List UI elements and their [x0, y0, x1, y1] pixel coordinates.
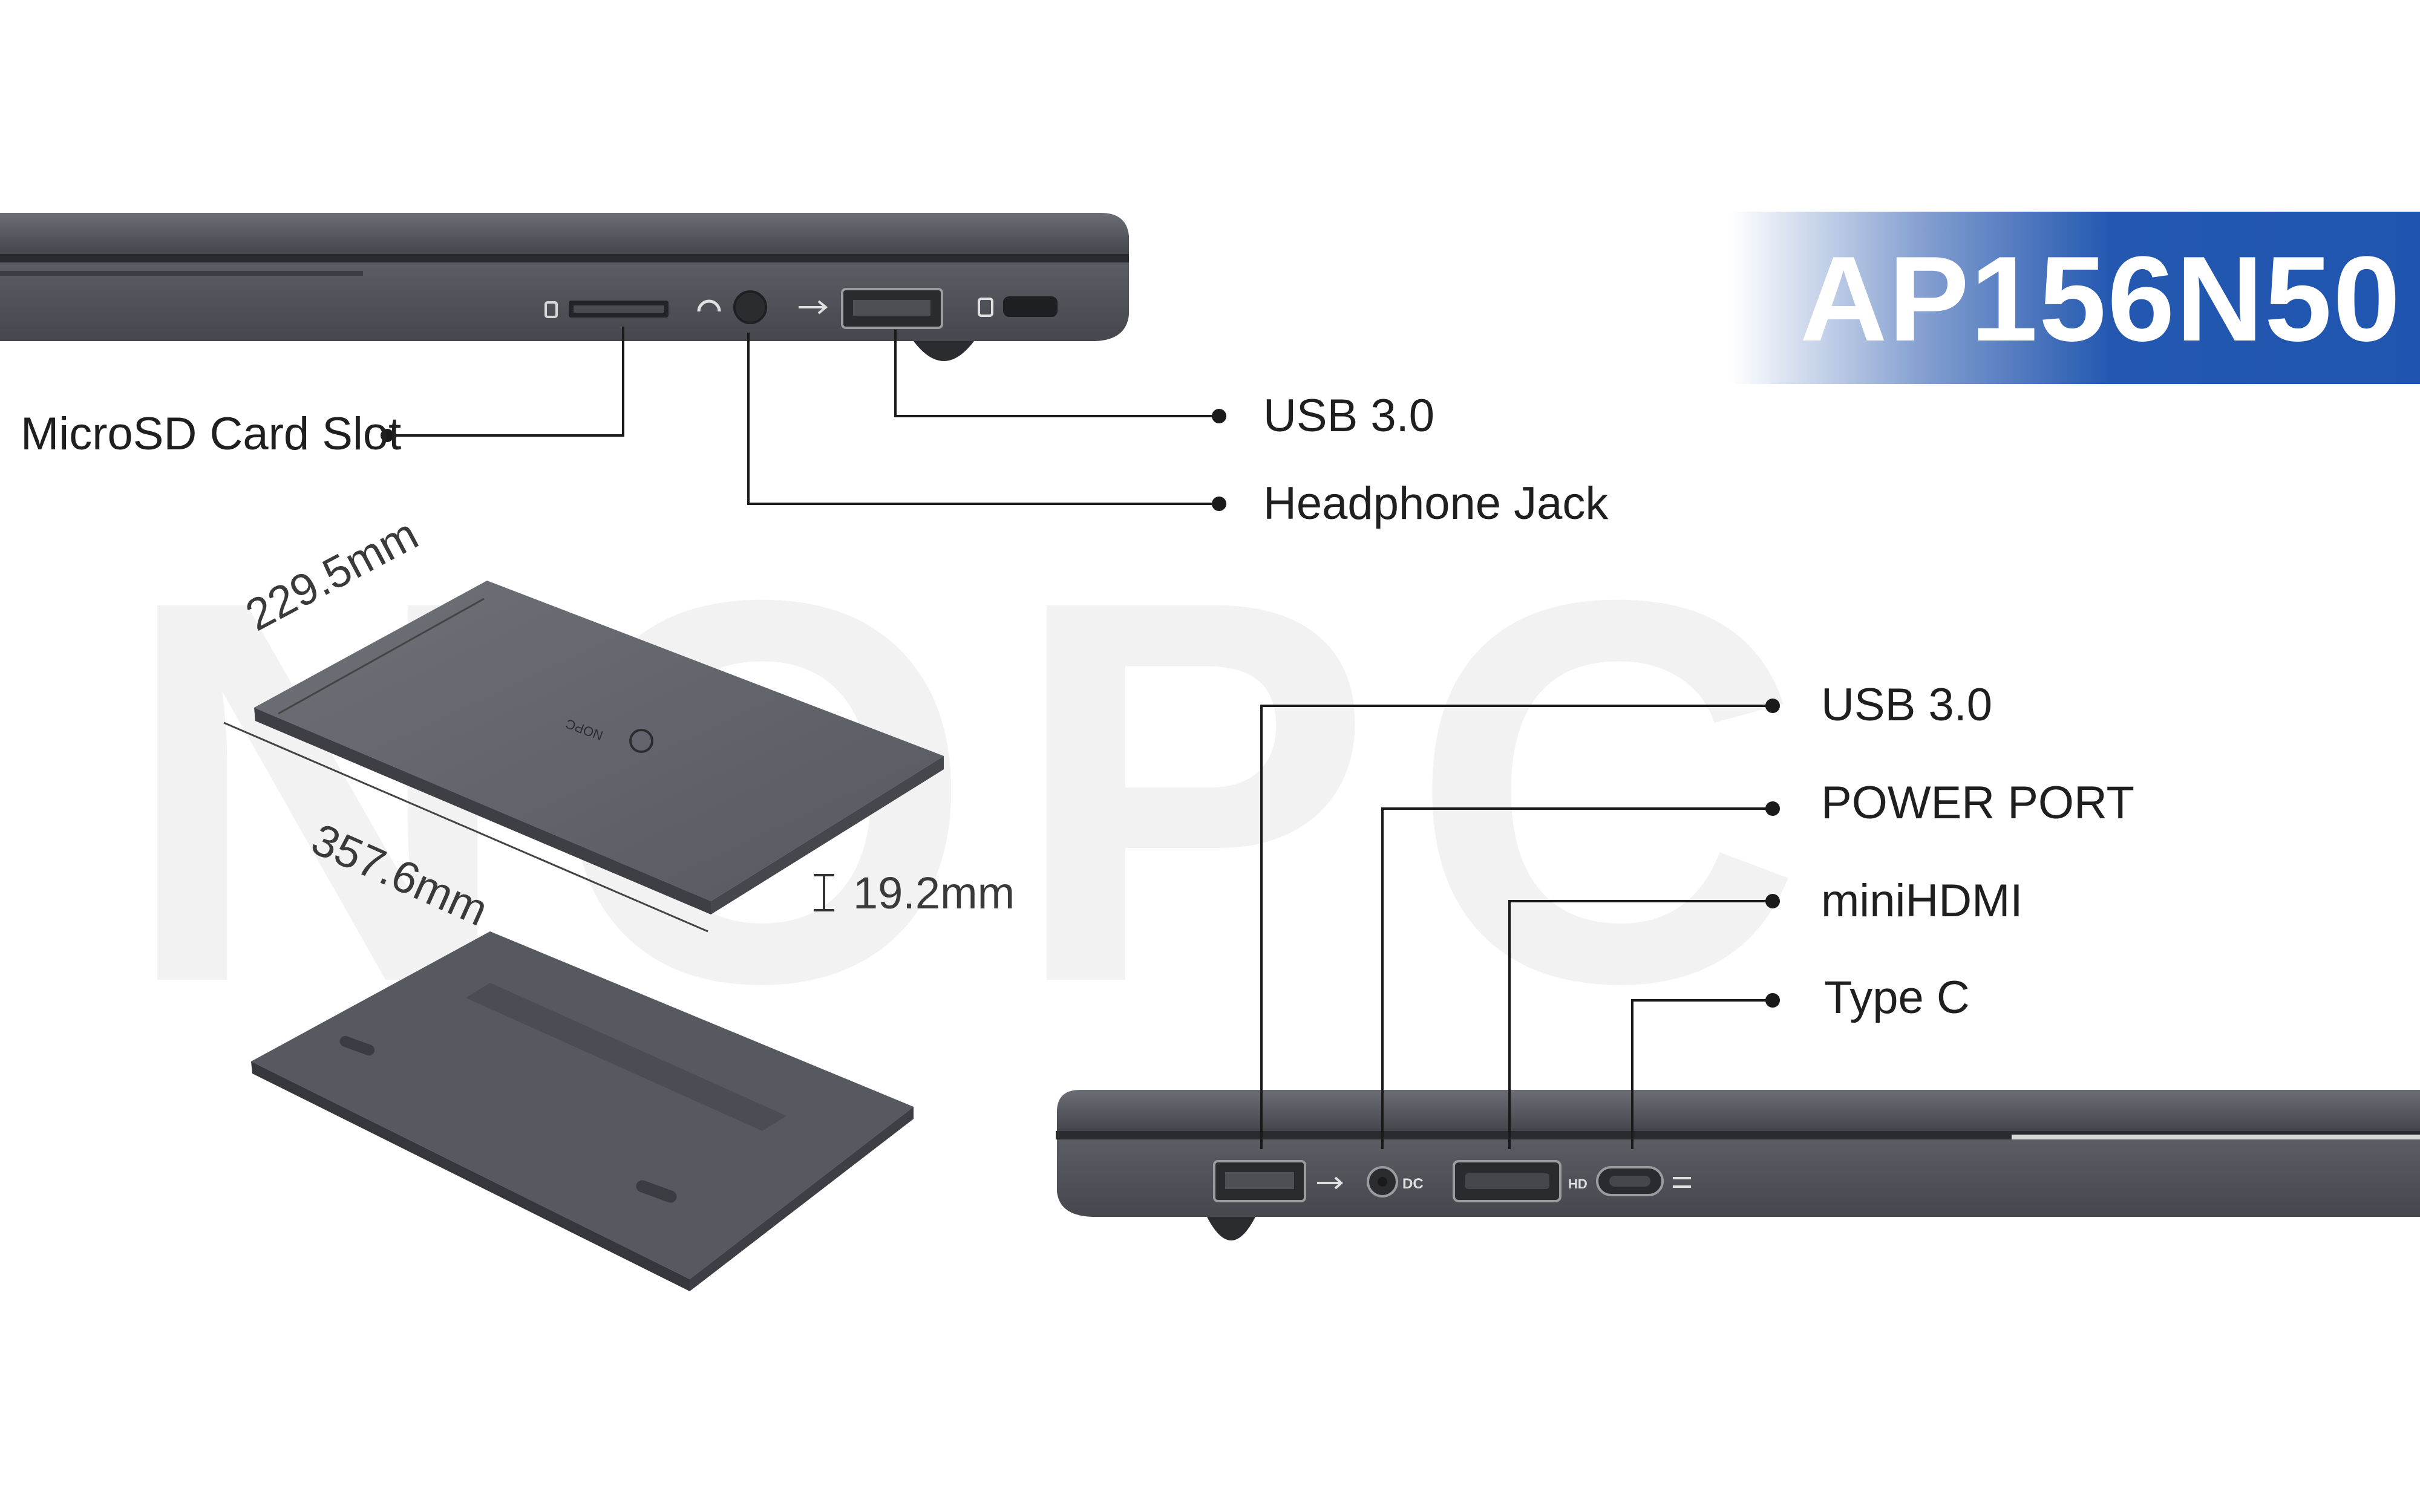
hd-marking: HD	[1568, 1176, 1588, 1191]
label-type-c: Type C	[1824, 972, 1970, 1023]
label-headphone-jack: Headphone Jack	[1263, 478, 1609, 529]
laptop-side-view-right	[0, 213, 1129, 361]
thickness-icon	[814, 874, 834, 911]
model-banner	[1730, 212, 2420, 384]
dc-marking: DC	[1402, 1176, 1424, 1192]
laptop-closed-top-view: NOPC	[223, 581, 944, 933]
model-name: AP156N50	[1800, 232, 2402, 367]
label-top-usb: USB 3.0	[1263, 390, 1435, 442]
label-power-port: POWER PORT	[1821, 777, 2134, 829]
laptop-side-view-left: DC HD	[1056, 1090, 2420, 1240]
laptop-bottom-view	[251, 931, 914, 1291]
dimension-thickness: 19.2mm	[853, 868, 1015, 918]
bottom-leader-lines	[1260, 699, 1780, 1149]
label-bottom-usb: USB 3.0	[1821, 679, 1993, 731]
label-minihdmi: miniHDMI	[1821, 875, 2023, 927]
label-microsd-slot: MicroSD Card Slot	[21, 408, 402, 460]
top-leader-lines	[381, 327, 1226, 511]
